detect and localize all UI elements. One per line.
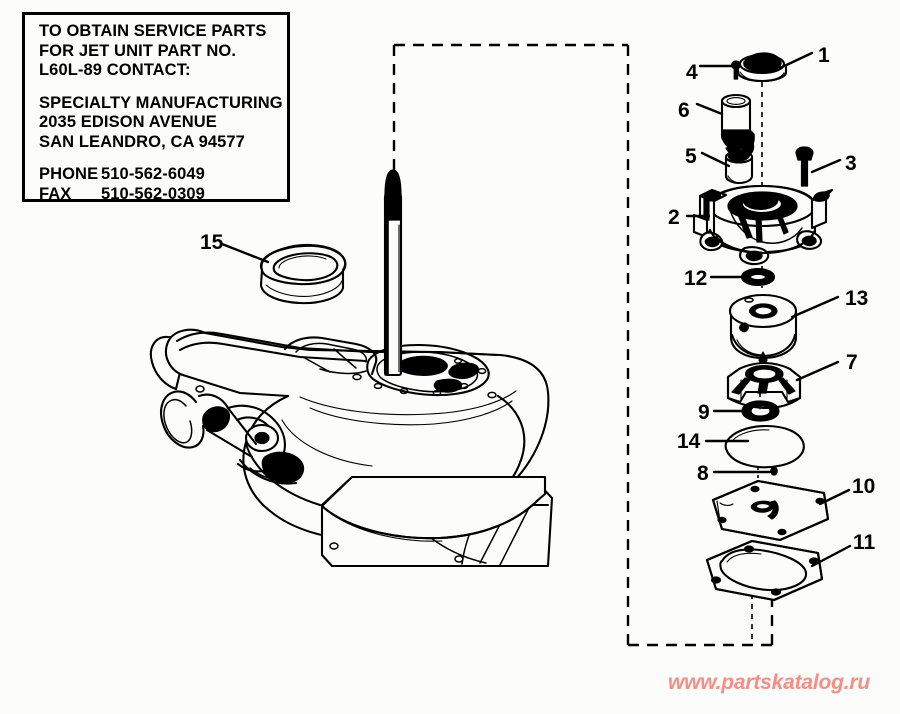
notice-company-street: 2035 EDISON AVENUE <box>39 113 217 131</box>
notice-spacer-1 <box>39 81 287 94</box>
callout-number-2: 2 <box>668 206 680 229</box>
leader-13 <box>790 295 840 319</box>
part-1-nut-cap <box>736 52 788 83</box>
fax-number: 510-562-0309 <box>101 184 205 203</box>
part-2-pump-housing <box>692 184 834 266</box>
part-8-small-pin <box>770 466 778 476</box>
leader-15 <box>220 242 270 264</box>
callout-leader-lines <box>220 51 852 568</box>
part-6-coupler-sleeve <box>720 93 755 159</box>
callout-number-11: 11 <box>853 531 876 554</box>
leader-5 <box>700 151 731 168</box>
leader-6 <box>695 102 724 116</box>
part-12-o-ring <box>740 267 776 287</box>
callout-number-3: 3 <box>845 152 857 175</box>
notice-fax-row: FAX 510-562-0309 <box>39 185 287 205</box>
leader-10 <box>818 488 851 506</box>
phone-label: PHONE <box>39 165 99 183</box>
callout-number-6: 6 <box>678 99 690 122</box>
notice-company-city: SAN LEANDRO, CA 94577 <box>39 132 245 151</box>
leader-3 <box>810 158 842 174</box>
part-7-impeller <box>726 351 802 410</box>
callout-number-15: 15 <box>200 231 224 254</box>
callout-number-5: 5 <box>685 145 697 168</box>
callout-number-14: 14 <box>677 430 701 453</box>
drive-shaft <box>383 169 403 377</box>
callout-number-7: 7 <box>846 351 858 374</box>
notice-line-3: L60L-89 CONTACT: <box>39 61 191 79</box>
fax-label: FAX <box>39 184 72 203</box>
callout-number-1: 1 <box>818 44 830 67</box>
part-11-intake-gasket <box>705 539 824 602</box>
callout-number-8: 8 <box>697 462 709 485</box>
callout-number-9: 9 <box>698 401 710 424</box>
notice-spacer-2 <box>39 152 287 165</box>
notice-line-2: FOR JET UNIT PART NO. <box>39 41 237 60</box>
jet-unit-main-housing <box>149 328 554 568</box>
notice-company-name: SPECIALTY MANUFACTURING <box>39 93 283 112</box>
callout-number-13: 13 <box>845 287 869 310</box>
callout-number-4: 4 <box>686 61 698 84</box>
part-3-screw <box>795 146 814 187</box>
callout-number-12: 12 <box>684 267 708 290</box>
callout-number-10: 10 <box>852 475 876 498</box>
leader-11 <box>810 544 852 568</box>
part-13-wear-ring-liner <box>728 293 798 360</box>
site-watermark: www.partskatalog.ru <box>668 671 870 694</box>
part-5-spacer-ring <box>724 149 754 185</box>
part-10-intake-wear-plate <box>711 479 830 542</box>
notice-line-1: TO OBTAIN SERVICE PARTS <box>39 22 267 40</box>
service-parts-notice-box: TO OBTAIN SERVICE PARTS FOR JET UNIT PAR… <box>22 12 290 205</box>
phone-number: 510-562-6049 <box>101 165 205 183</box>
leader-1 <box>778 51 814 70</box>
leader-7 <box>795 360 840 382</box>
part-15-housing-seal <box>259 243 347 305</box>
part-9-washer <box>741 400 780 422</box>
part-14-seal-gasket <box>724 424 805 469</box>
